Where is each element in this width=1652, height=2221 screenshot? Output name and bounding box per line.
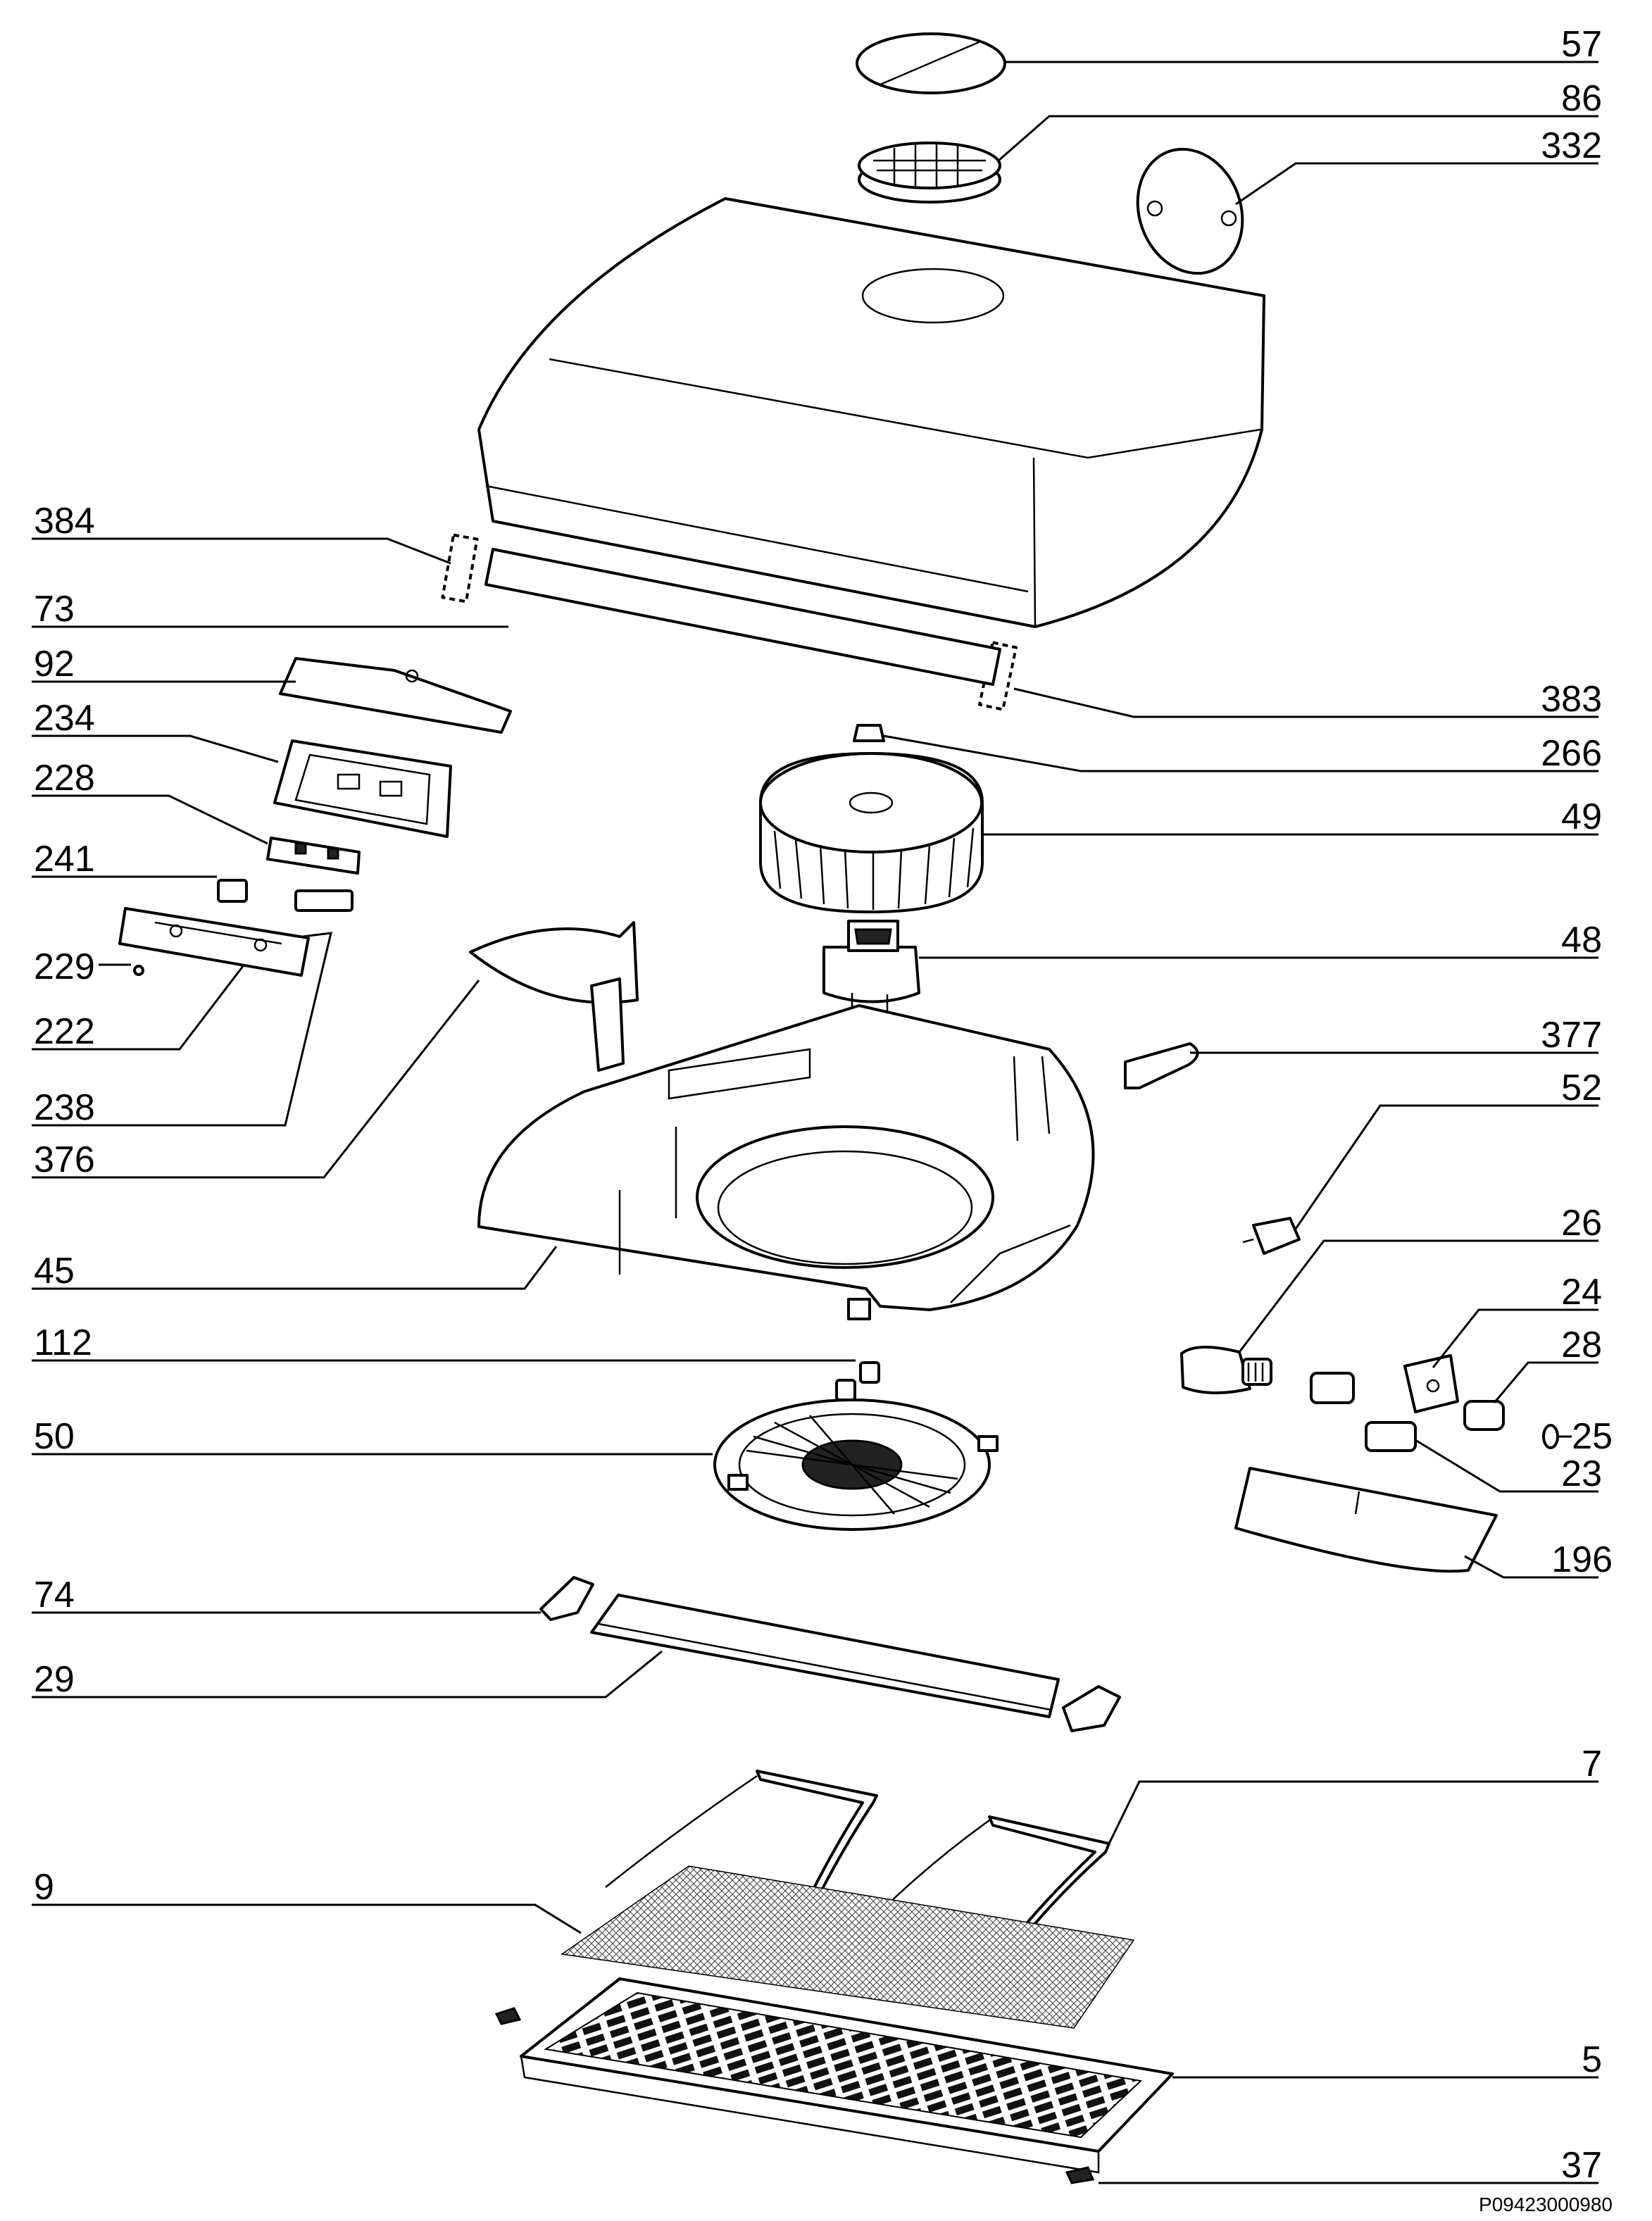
callout-5: 5 — [1582, 2039, 1602, 2080]
part-23-lamp-sleeve — [1365, 1421, 1417, 1452]
callout-266: 266 — [1541, 733, 1602, 774]
part-234-switch-housing — [273, 739, 452, 838]
callout-196: 196 — [1551, 1539, 1613, 1580]
callout-49: 49 — [1561, 796, 1602, 837]
callout-228: 228 — [34, 758, 95, 799]
part-112-washer — [835, 1361, 880, 1401]
part-57-cover-cap — [856, 32, 1006, 94]
part-74-latch-right — [1062, 1685, 1121, 1732]
leader-lines — [32, 61, 1598, 2184]
callout-332: 332 — [1541, 125, 1602, 166]
callout-29: 29 — [34, 1659, 75, 1700]
callout-23: 23 — [1561, 1453, 1602, 1494]
part-lamp-holder-socket — [1310, 1372, 1355, 1404]
callout-112: 112 — [34, 1322, 92, 1363]
part-24-lamp-bracket — [1403, 1354, 1459, 1413]
part-73-front-strip — [484, 548, 1001, 686]
part-52-connector — [1242, 1217, 1301, 1255]
part-9-mesh-filter — [561, 1865, 1135, 2029]
part-50-base-grille — [713, 1399, 999, 1531]
callout-45: 45 — [34, 1251, 75, 1291]
callout-234: 234 — [34, 698, 95, 739]
callout-73: 73 — [34, 589, 75, 630]
callout-238: 238 — [34, 1087, 95, 1128]
callout-92: 92 — [34, 644, 75, 684]
part-241-knob-left — [217, 879, 248, 903]
part-229-small-screw — [133, 965, 144, 976]
part-74-latch-left — [539, 1576, 594, 1621]
callout-9: 9 — [34, 1867, 54, 1908]
part-241-knob-right — [294, 889, 353, 912]
part-29-front-panel — [590, 1594, 1060, 1718]
callout-222: 222 — [34, 1011, 95, 1052]
callout-28: 28 — [1561, 1325, 1602, 1365]
part-376-air-deflector — [469, 921, 639, 1072]
hood-body — [477, 197, 1265, 628]
callout-241: 241 — [34, 839, 95, 880]
part-384-side-clip — [441, 533, 479, 603]
callout-229: 229 — [34, 946, 95, 987]
part-228-switch — [266, 837, 361, 875]
part-49-fan-impeller — [759, 752, 984, 913]
callout-384: 384 — [34, 501, 95, 542]
part-45-inner-housing — [477, 1004, 1095, 1320]
callout-24: 24 — [1561, 1272, 1602, 1313]
callout-7: 7 — [1582, 1744, 1602, 1784]
part-28-lamp-cap — [1463, 1400, 1505, 1431]
part-25-small-ring — [1542, 1424, 1559, 1449]
callout-377: 377 — [1541, 1015, 1602, 1056]
document-id: P09423000980 — [1479, 2194, 1613, 2215]
part-266-nut — [853, 724, 885, 742]
part-48-motor — [822, 920, 920, 1015]
callout-57: 57 — [1561, 24, 1602, 65]
part-332-round-plate — [1136, 147, 1244, 275]
callout-383: 383 — [1541, 679, 1602, 720]
part-196-lamp-cover — [1234, 1467, 1498, 1573]
part-86-grille-ring — [858, 142, 1001, 204]
callout-48: 48 — [1561, 920, 1602, 961]
callout-52: 52 — [1561, 1068, 1602, 1108]
part-92-control-plate — [279, 657, 512, 734]
callout-376: 376 — [34, 1139, 95, 1180]
callout-labels: 57 86 332 384 73 92 383 234 266 228 49 2… — [34, 24, 1613, 2215]
callout-26: 26 — [1561, 1203, 1602, 1244]
part-377-clip — [1124, 1042, 1199, 1089]
callout-86: 86 — [1561, 78, 1602, 119]
part-222-fascia-panel — [118, 907, 310, 977]
part-26-lamp — [1180, 1346, 1272, 1394]
callout-74: 74 — [34, 1575, 75, 1615]
part-5-grease-filter-frame — [520, 1977, 1174, 2174]
callout-37: 37 — [1561, 2145, 1602, 2186]
part-37-screws — [494, 2007, 1095, 2184]
callout-25: 25 — [1572, 1416, 1613, 1457]
callout-50: 50 — [34, 1416, 75, 1457]
